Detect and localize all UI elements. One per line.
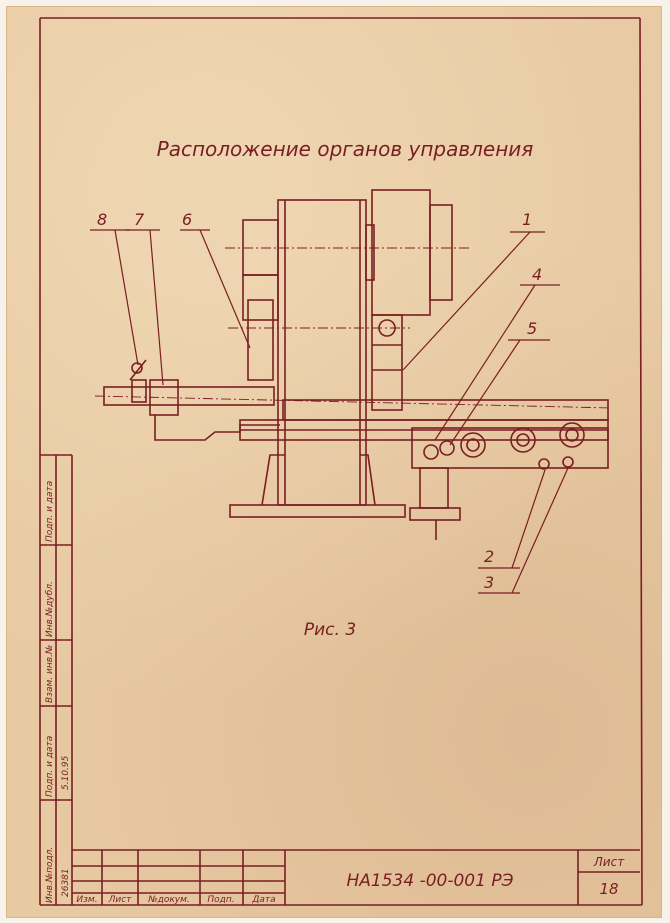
callout-7: 7 (134, 210, 145, 229)
stamp-signature-date: 5.10.95 (61, 755, 71, 790)
callout-6: 6 (182, 210, 192, 229)
drawing-sheet (6, 6, 662, 918)
drawing-title: Расположение органов управления (157, 137, 534, 161)
machine-column (242, 199, 367, 506)
title-block-grid (72, 849, 640, 905)
tb-header-list: Лист (108, 895, 133, 905)
frame-right-line (639, 17, 643, 906)
tb-header-podp: Подп. (207, 895, 234, 905)
stamp-inv-podl: Инв.№подл. (45, 847, 55, 903)
side-stamp-grid (40, 454, 73, 905)
figure-caption: Рис. 3 (304, 620, 356, 640)
motor-head (365, 189, 453, 411)
machine-base (229, 454, 406, 518)
tb-header-dokum: №докум. (147, 895, 190, 905)
center-lines (94, 247, 613, 409)
stamp-podp-data-1: Подп. и дата (45, 736, 55, 797)
tb-header-data: Дата (251, 895, 275, 905)
callout-1: 1 (522, 210, 532, 229)
feed-table (282, 399, 609, 540)
stamp-vzam-inv: Взам. инв.№ (45, 645, 55, 703)
callout-5: 5 (527, 319, 537, 338)
stamp-podp-data-2: Подп. и дата (45, 481, 55, 542)
stamp-inv-dubl: Инв.№дубл. (45, 581, 55, 637)
stamp-inventory-number: 26381 (61, 868, 71, 897)
callout-3: 3 (484, 573, 494, 592)
sheet-label: Лист (593, 855, 625, 869)
document-code: НА1534 -00-001 РЭ (347, 871, 514, 891)
tb-header-izm: Изм. (76, 895, 97, 905)
sheet-number: 18 (599, 880, 618, 898)
callout-2: 2 (484, 547, 494, 566)
callout-8: 8 (97, 210, 107, 229)
leader-lines (90, 229, 569, 594)
callout-4: 4 (532, 265, 542, 284)
